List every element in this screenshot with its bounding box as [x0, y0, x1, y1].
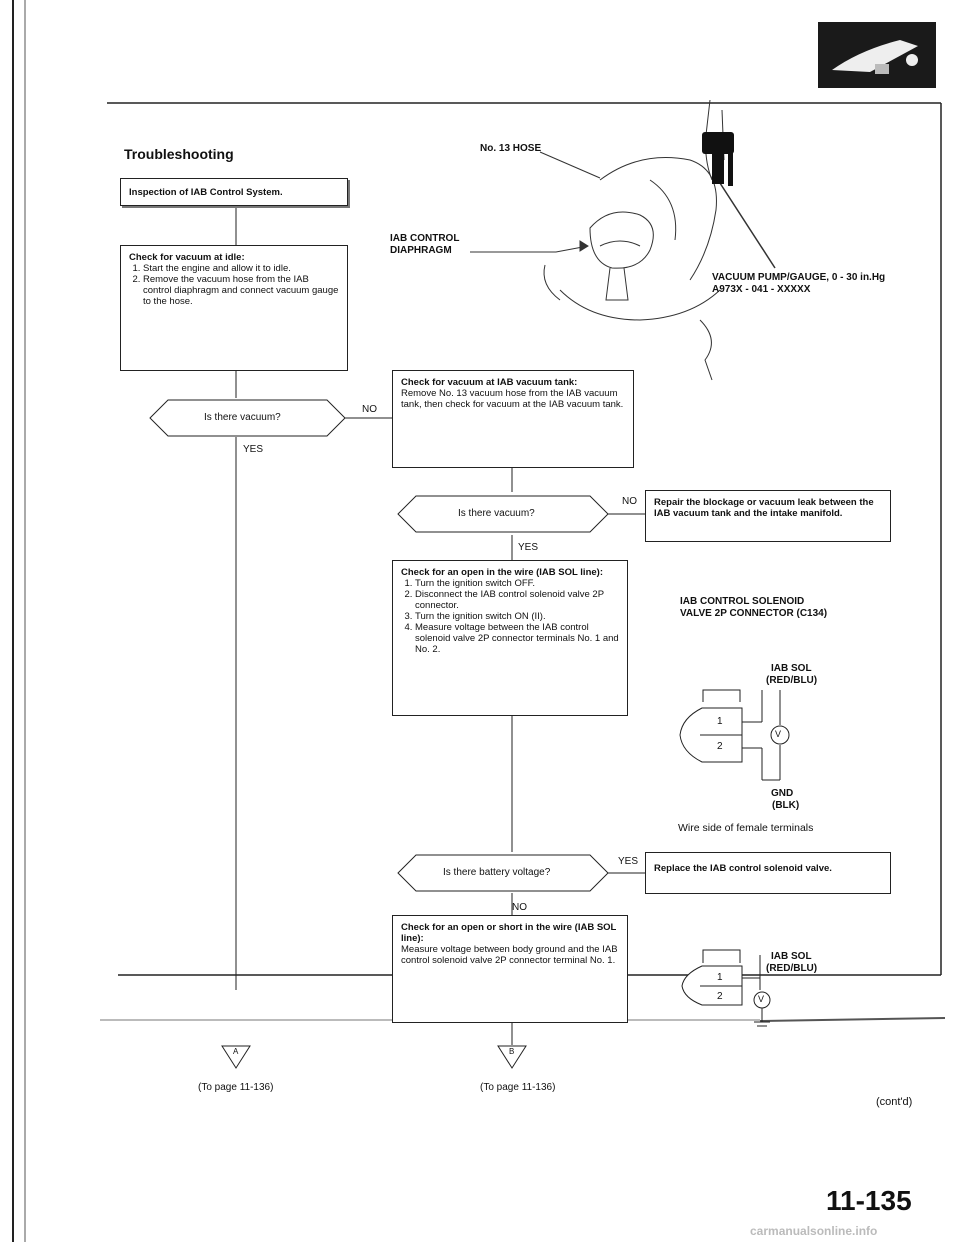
q3-text: Is there battery voltage?	[443, 867, 551, 878]
gnd-wire: (BLK)	[772, 800, 800, 811]
start-box: Inspection of IAB Control System.	[120, 178, 348, 206]
short-check-title: Check for an open or short in the wire (…	[401, 922, 617, 944]
to-page-b: (To page 11-136)	[480, 1082, 556, 1093]
wire-step-2: Disconnect the IAB control solenoid valv…	[415, 589, 619, 611]
replace-box: Replace the IAB control solenoid valve.	[645, 852, 891, 894]
repair-text: Repair the blockage or vacuum leak betwe…	[654, 497, 874, 519]
page-number: 11-135	[826, 1185, 912, 1216]
pump-label-line1: VACUUM PUMP/GAUGE, 0 - 30 in.Hg	[712, 272, 886, 283]
pin-1-label-2: 1	[717, 972, 723, 983]
marker-b: B	[509, 1047, 515, 1056]
check-idle-step-1: Start the engine and allow it to idle.	[143, 263, 339, 274]
volt-icon-2: V	[758, 994, 765, 1004]
q2-text: Is there vacuum?	[458, 508, 535, 519]
short-check-body: Measure voltage between body ground and …	[401, 944, 618, 966]
tank-title: Check for vacuum at IAB vacuum tank:	[401, 377, 578, 388]
hose-label: No. 13 HOSE	[480, 143, 542, 154]
page-title: Troubleshooting	[124, 146, 234, 162]
diaphragm-label-line1: IAB CONTROL	[390, 233, 460, 244]
marker-a: A	[233, 1047, 239, 1056]
pump-label-line2: A973X - 041 - XXXXX	[712, 284, 811, 295]
wire-check-box: Check for an open in the wire (IAB SOL l…	[392, 560, 628, 716]
q3-yes: YES	[618, 856, 639, 867]
volt-icon: V	[775, 729, 782, 739]
start-text: Inspection of IAB Control System.	[129, 187, 283, 198]
wire-step-1: Turn the ignition switch OFF.	[415, 578, 619, 589]
wire-step-4: Measure voltage between the IAB control …	[415, 622, 619, 655]
check-idle-title: Check for vacuum at idle:	[129, 252, 245, 263]
q1-yes: YES	[243, 444, 264, 455]
wire-step-3: Turn the ignition switch ON (II).	[415, 611, 619, 622]
diaphragm-label-line2: DIAPHRAGM	[390, 245, 452, 256]
pin-2-label-2: 2	[717, 991, 723, 1002]
q1-text: Is there vacuum?	[204, 412, 281, 423]
iab-sol-label-1: IAB SOL	[771, 663, 812, 674]
check-idle-step-2: Remove the vacuum hose from the IAB cont…	[143, 274, 339, 307]
q3-no: NO	[512, 902, 527, 913]
iab-sol-wire-2: (RED/BLU)	[766, 963, 818, 974]
iab-sol-wire-1: (RED/BLU)	[766, 675, 818, 686]
gnd-label: GND	[771, 788, 794, 799]
connector-label-line1: IAB CONTROL SOLENOID	[680, 596, 805, 607]
replace-text: Replace the IAB control solenoid valve.	[654, 863, 832, 874]
wire-side-note: Wire side of female terminals	[678, 822, 814, 834]
iab-sol-label-2: IAB SOL	[771, 951, 812, 962]
pin-2-label: 2	[717, 741, 723, 752]
to-page-a: (To page 11-136)	[198, 1082, 274, 1093]
watermark: carmanualsonline.info	[750, 1224, 878, 1238]
continued-note: (cont'd)	[876, 1096, 913, 1108]
short-check-box: Check for an open or short in the wire (…	[392, 915, 628, 1023]
tank-body: Remove No. 13 vacuum hose from the IAB v…	[401, 388, 624, 410]
pin-1-label: 1	[717, 716, 723, 727]
q2-yes: YES	[518, 542, 539, 553]
wire-check-title: Check for an open in the wire (IAB SOL l…	[401, 567, 603, 578]
q2-no: NO	[622, 496, 637, 507]
repair-box: Repair the blockage or vacuum leak betwe…	[645, 490, 891, 542]
q1-no: NO	[362, 404, 377, 415]
check-idle-box: Check for vacuum at idle: Start the engi…	[120, 245, 348, 371]
connector-label-line2: VALVE 2P CONNECTOR (C134)	[680, 608, 828, 619]
tank-box: Check for vacuum at IAB vacuum tank: Rem…	[392, 370, 634, 468]
